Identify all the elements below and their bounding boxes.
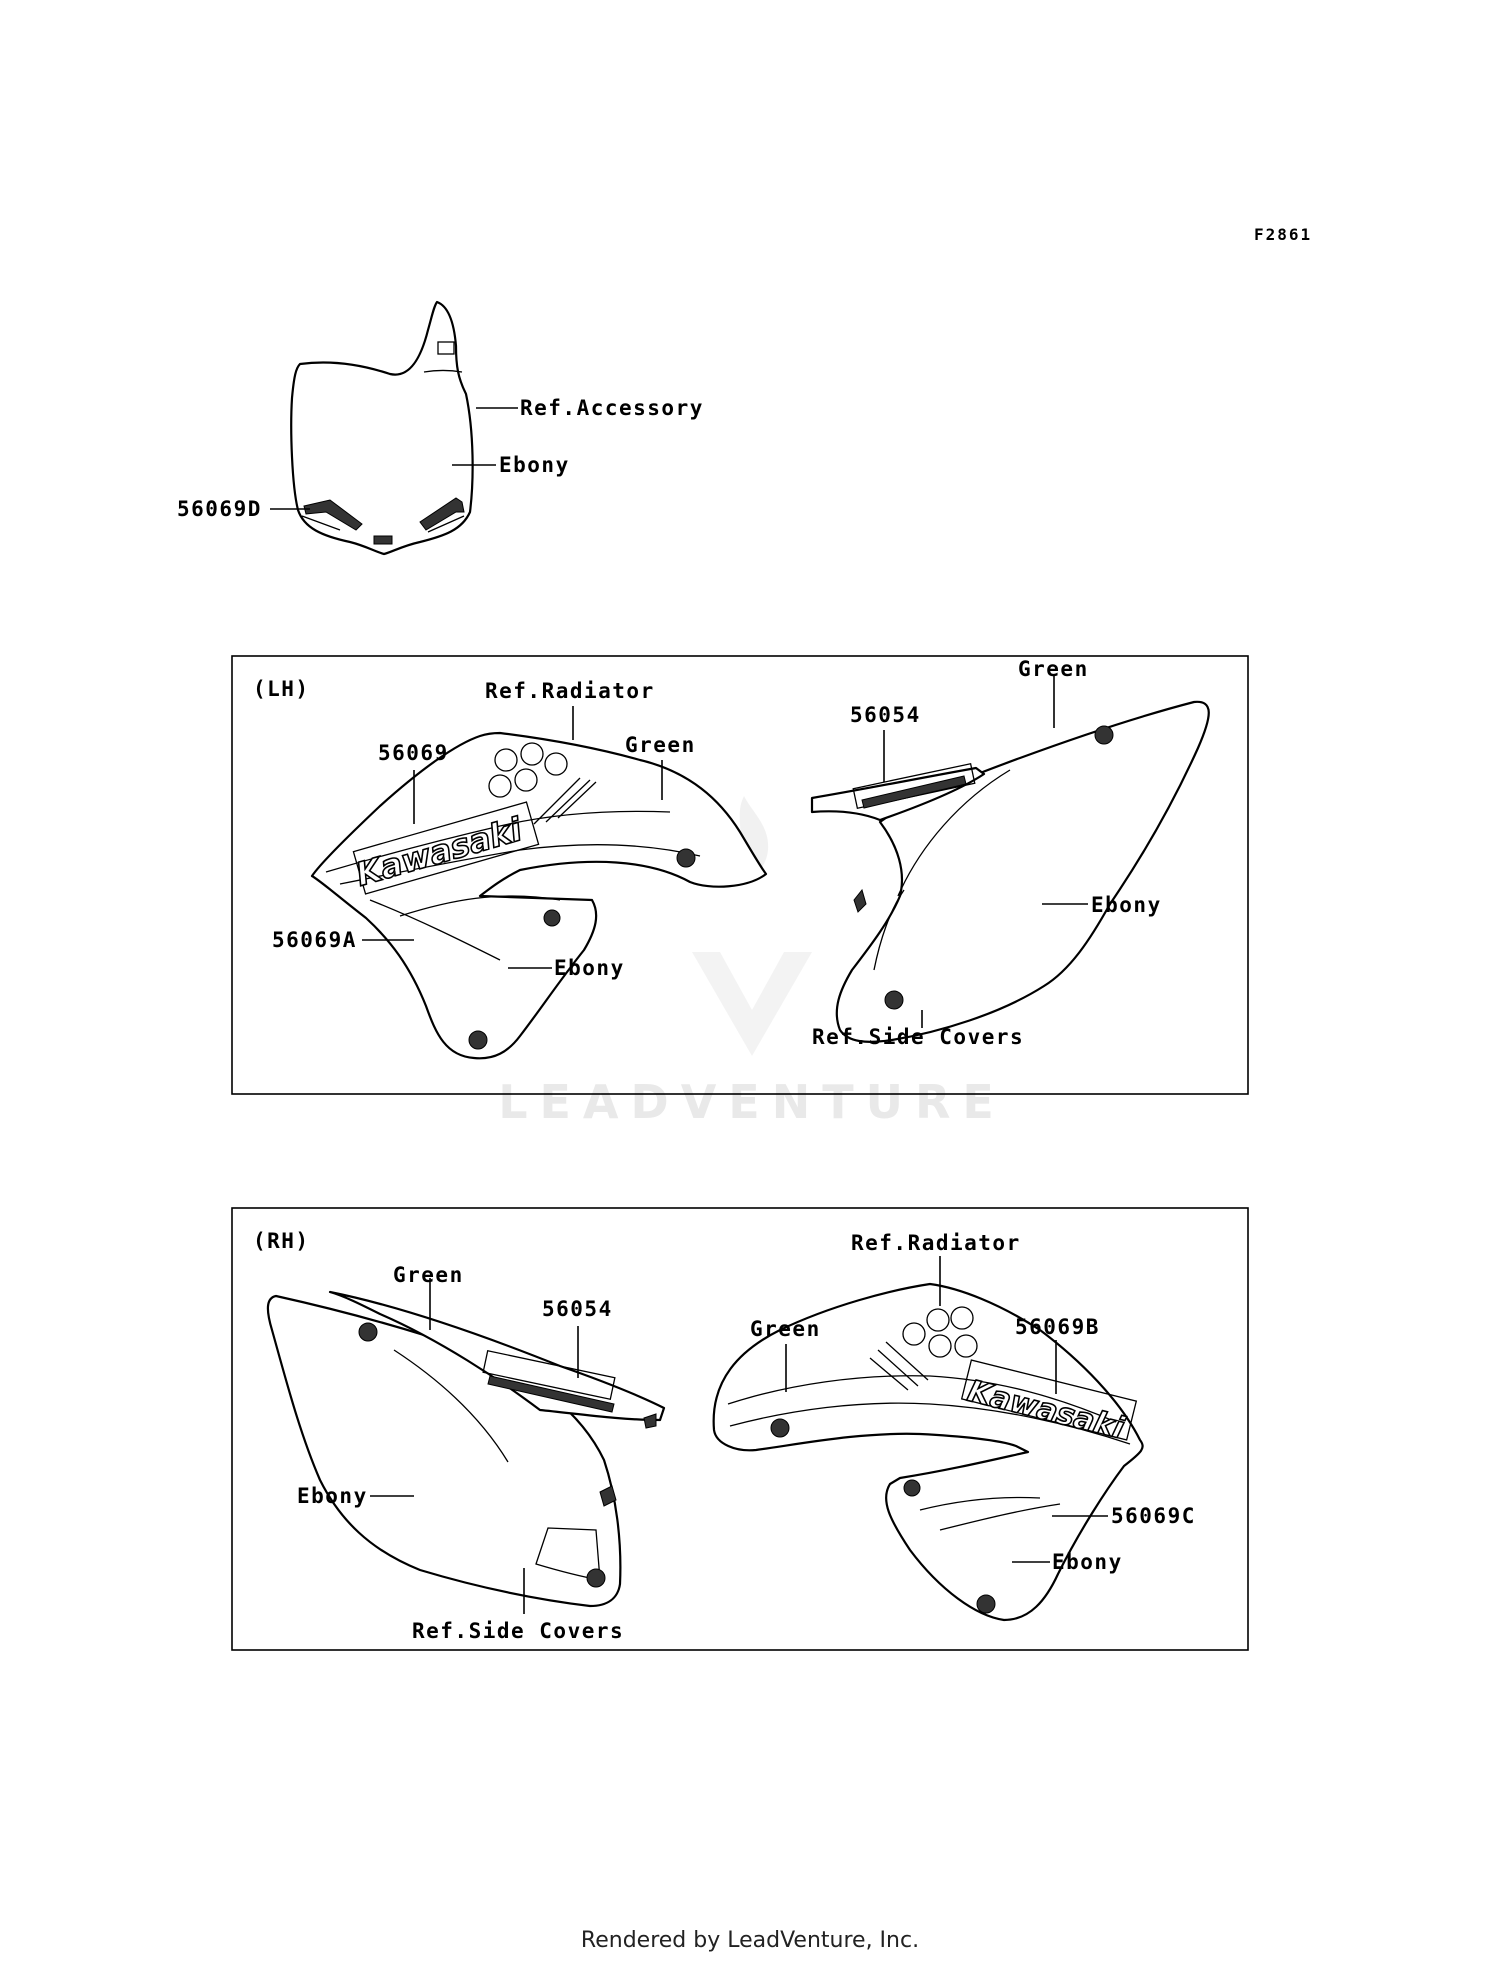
plate-logo-icon <box>373 535 393 545</box>
label-lh-cover-green: Green <box>1018 657 1089 681</box>
label-rh-ref-side-covers: Ref.Side Covers <box>412 1619 624 1643</box>
rh-kawasaki-decal <box>960 1359 1138 1441</box>
part-number-56069a: 56069A <box>272 928 357 952</box>
label-lh-ref-side-covers: Ref.Side Covers <box>812 1025 1024 1049</box>
lh-side-cover-drawing <box>810 700 1210 1043</box>
rh-radiator-hole-icon <box>902 1322 926 1346</box>
label-lh-shroud-green: Green <box>625 733 696 757</box>
watermark-text: LEADVENTURE <box>498 1075 1006 1129</box>
rh-radiator-hole-icon <box>926 1308 950 1332</box>
label-lh-ref-radiator: Ref.Radiator <box>485 679 655 703</box>
label-rh-cover-ebony: Ebony <box>297 1484 368 1508</box>
part-number-56069: 56069 <box>378 741 449 765</box>
label-lh-cover-ebony: Ebony <box>1091 893 1162 917</box>
rh-shroud-bolt-icon <box>976 1594 996 1614</box>
rh-radiator-hole-icon <box>954 1334 978 1358</box>
lh-section-box <box>231 655 1249 1095</box>
lh-shroud-bolt-icon <box>676 848 696 868</box>
rh-section-label: (RH) <box>253 1229 310 1253</box>
lh-section-label: (LH) <box>253 677 310 701</box>
part-number-lh-56054: 56054 <box>850 703 921 727</box>
figure-code: F2861 <box>1254 225 1312 244</box>
rh-radiator-hole-icon <box>928 1334 952 1358</box>
label-ref-accessory: Ref.Accessory <box>520 396 704 420</box>
label-rh-cover-green: Green <box>393 1263 464 1287</box>
rh-radiator-shroud-drawing: Kawasaki <box>712 1282 1144 1622</box>
label-lh-shroud-ebony: Ebony <box>554 956 625 980</box>
rh-radiator-hole-icon <box>950 1306 974 1330</box>
rh-side-cover-drawing <box>266 1290 666 1608</box>
lh-radiator-hole-icon <box>544 752 568 776</box>
lh-radiator-hole-icon <box>520 742 544 766</box>
rh-shroud-bolt-icon <box>903 1479 921 1497</box>
lh-shroud-bolt-icon <box>468 1030 488 1050</box>
rh-cover-56054-decal <box>482 1349 616 1401</box>
rh-section-box <box>231 1207 1249 1651</box>
lh-radiator-shroud-drawing: Kawasaki <box>310 731 768 1060</box>
lh-radiator-hole-icon <box>514 768 538 792</box>
label-rh-shroud-green: Green <box>750 1317 821 1341</box>
label-rh-shroud-ebony: Ebony <box>1052 1550 1123 1574</box>
rh-cover-bolt-icon <box>586 1568 606 1588</box>
part-number-56069b: 56069B <box>1015 1315 1100 1339</box>
lh-radiator-hole-icon <box>494 748 518 772</box>
label-plate-ebony: Ebony <box>499 453 570 477</box>
plate-tab-icon <box>437 341 455 355</box>
lh-cover-bolt-icon <box>884 990 904 1010</box>
rh-shroud-bolt-icon <box>770 1418 790 1438</box>
part-number-rh-56054: 56054 <box>542 1297 613 1321</box>
lh-shroud-bolt-icon <box>543 909 561 927</box>
label-rh-ref-radiator: Ref.Radiator <box>851 1231 1021 1255</box>
footer-credit: Rendered by LeadVenture, Inc. <box>580 1928 920 1953</box>
part-number-56069c: 56069C <box>1111 1504 1196 1528</box>
lh-radiator-hole-icon <box>488 774 512 798</box>
rh-cover-bolt-icon <box>358 1322 378 1342</box>
lh-kawasaki-decal <box>352 801 540 895</box>
number-plate-drawing <box>290 300 474 556</box>
lh-cover-bolt-icon <box>1094 725 1114 745</box>
part-number-56069d: 56069D <box>177 497 262 521</box>
